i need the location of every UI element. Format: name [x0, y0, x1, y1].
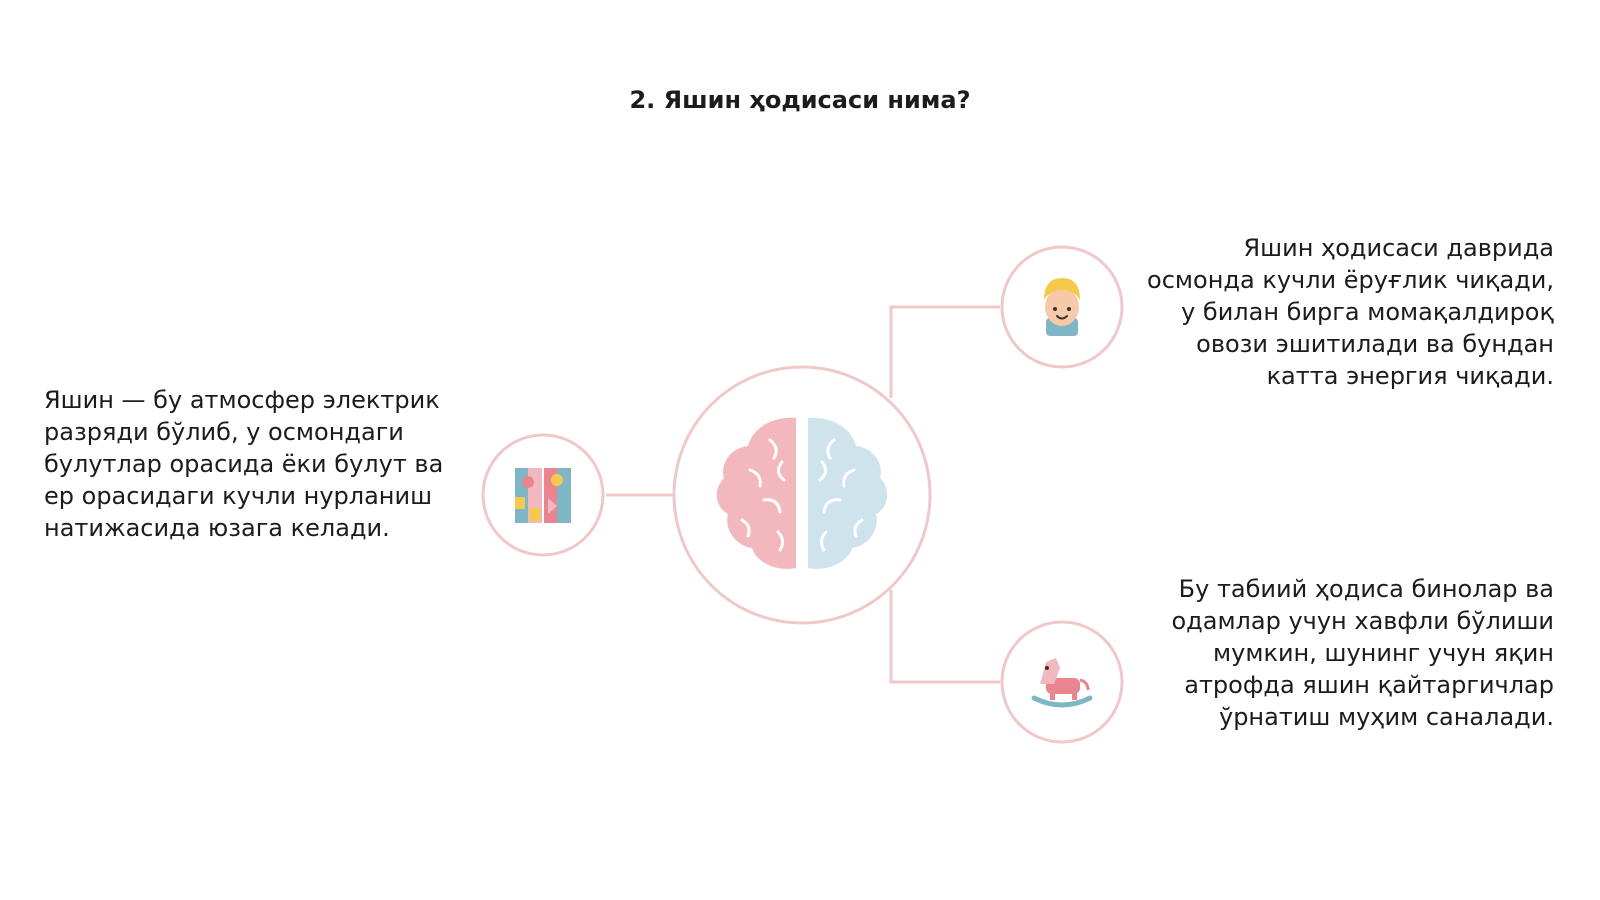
center-circle: [672, 365, 932, 625]
right-bottom-node-text: Бу табиий ҳодиса бинолар ва одамлар учун…: [1171, 575, 1554, 731]
child-face-icon: [1044, 278, 1080, 336]
connector-right-top: [889, 305, 1000, 398]
connector-right-bottom: [889, 590, 1000, 684]
slide-title: 2. Яшин ҳодисаси нима?: [629, 86, 971, 114]
left-node-text: Яшин — бу атмосфер электрик разряди бўли…: [44, 386, 444, 542]
connector-lines: [606, 305, 1000, 684]
right-top-node-text: Яшин ҳодисаси даврида осмонда кучли ёруғ…: [1147, 234, 1554, 390]
left-node: [481, 433, 605, 557]
center-node: [672, 365, 932, 625]
left-node-circle: [481, 433, 605, 557]
puzzle-blocks-icon: [515, 468, 571, 523]
brain-icon: [716, 417, 888, 569]
right-top-node: [1000, 245, 1124, 369]
right-bottom-node: [1000, 620, 1124, 744]
rocking-horse-icon: [1031, 658, 1093, 708]
